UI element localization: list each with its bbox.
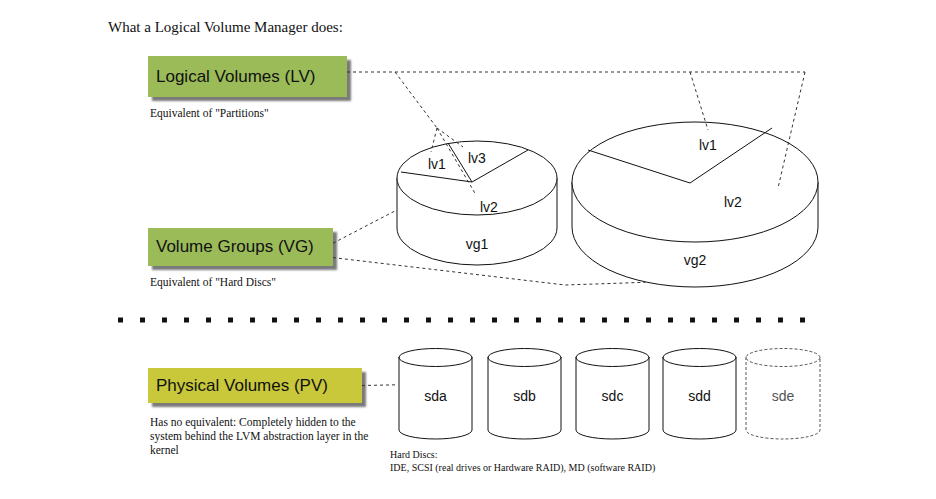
disk-note: IDE, SCSI (real drives or Hardware RAID)… xyxy=(390,462,655,474)
cylinder-body xyxy=(576,357,649,439)
cylinder-body xyxy=(399,357,472,439)
disk-name: sdc xyxy=(575,388,650,404)
disk-top xyxy=(572,122,818,242)
disk-top xyxy=(397,141,557,215)
cylinder-body xyxy=(488,357,561,439)
disk-cylinder: sdb xyxy=(487,348,562,440)
vg2-disk: vg2 xyxy=(571,121,819,289)
slice-label: lv2 xyxy=(724,194,742,211)
disk-cylinder: sdd xyxy=(662,348,737,440)
cylinder-top xyxy=(663,349,736,367)
slice-label: lv1 xyxy=(699,137,717,154)
disk-cylinder: sda xyxy=(398,348,473,440)
slice-line xyxy=(588,150,690,183)
equivalent-note: Equivalent of "Partitions" xyxy=(150,107,269,121)
slice-label: lv2 xyxy=(480,199,498,216)
lv-box: Logical Volumes (LV) xyxy=(148,56,347,97)
disk-cylinder: sdc xyxy=(575,348,650,440)
box-title: Volume Groups (VG) xyxy=(148,237,322,257)
equivalent-note: Equivalent of "Hard Discs" xyxy=(150,276,276,290)
slice-line xyxy=(401,172,472,182)
slice-line xyxy=(690,128,772,183)
diagram-title: What a Logical Volume Manager does: xyxy=(108,19,936,36)
box-title: Physical Volumes (PV) xyxy=(148,376,336,396)
disk-name: sde xyxy=(745,388,821,404)
slice-label: lv1 xyxy=(428,156,446,173)
disk-cylinder: sde xyxy=(745,348,821,440)
disk-name: sdd xyxy=(662,388,737,404)
slice-label: lv3 xyxy=(468,150,486,167)
box-title: Logical Volumes (LV) xyxy=(148,67,323,87)
disk-note: Hard Discs: xyxy=(390,449,438,461)
disk-name: sda xyxy=(398,388,473,404)
dotted-connector xyxy=(333,210,396,243)
cylinder-body xyxy=(746,357,820,439)
cylinder-top xyxy=(746,349,820,367)
cylinder-body xyxy=(663,357,736,439)
pv-box: Physical Volumes (PV) xyxy=(148,368,362,403)
dotted-connector xyxy=(333,258,645,285)
cylinder-top xyxy=(399,349,472,367)
volume-group-name: vg2 xyxy=(571,252,819,268)
volume-group-name: vg1 xyxy=(396,236,558,252)
cylinder-top xyxy=(488,349,561,367)
cylinder-top xyxy=(576,349,649,367)
vg-box: Volume Groups (VG) xyxy=(148,228,333,266)
equivalent-note: Has no equivalent: Completely hidden to … xyxy=(150,416,380,457)
disk-name: sdb xyxy=(487,388,562,404)
dotted-connector xyxy=(362,384,398,386)
